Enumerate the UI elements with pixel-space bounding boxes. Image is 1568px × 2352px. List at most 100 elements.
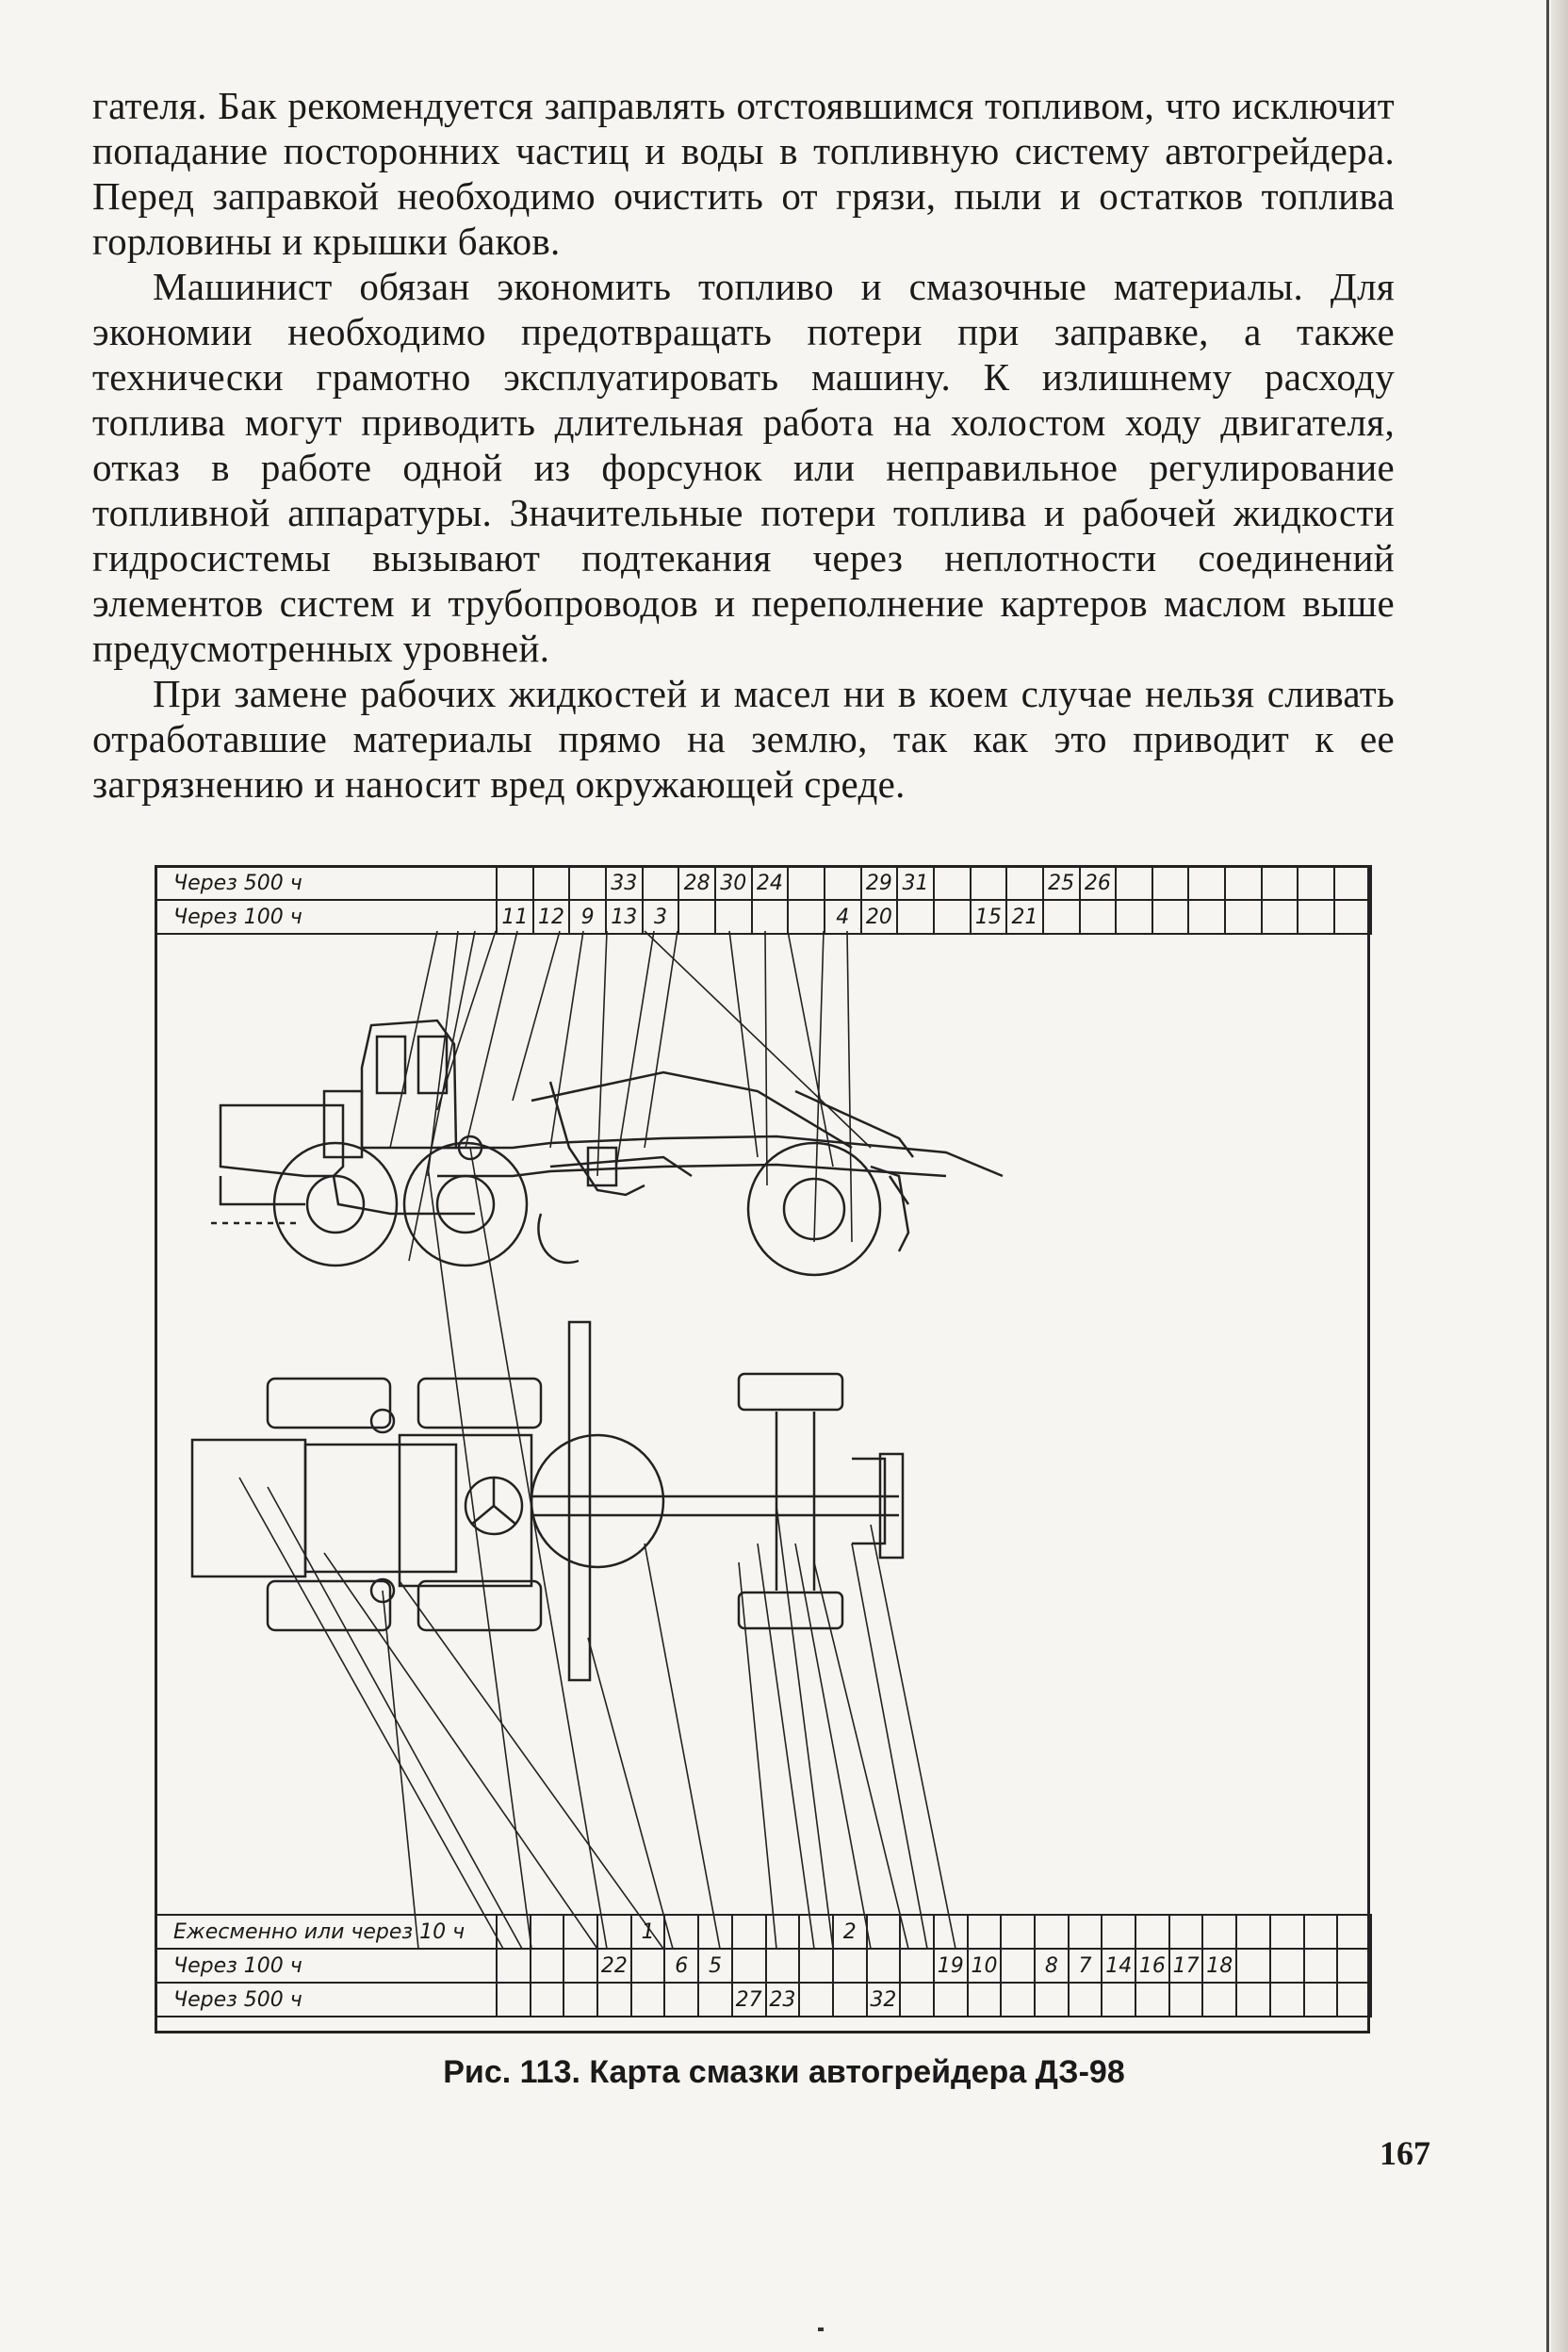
table-cell: 18 [1201,1948,1238,1984]
table-cell [798,1914,834,1950]
table-cell [798,1948,834,1984]
table-cell: 2 [831,1914,868,1950]
table-cell [1201,1914,1238,1950]
table-cell [697,1914,733,1950]
rear-wheel-2 [402,1141,529,1267]
table-cell: 31 [896,865,935,901]
table-cell: 10 [966,1948,1003,1984]
table-cell [596,1982,632,2017]
table-cell [1135,1982,1170,2017]
table-cell: 27 [730,1982,767,2017]
page-edge-rule [1546,0,1549,2352]
table-cell [865,1948,902,1984]
table-cell [1302,1982,1339,2017]
table-cell [1034,1982,1070,2017]
table-cell [641,865,680,901]
table-cell [1135,1914,1170,1950]
table-cell [496,1948,531,1984]
table-cell: 9 [568,899,607,935]
table-cell: 5 [697,1948,733,1984]
table-cell [1235,1948,1271,1984]
table-cell [1201,1982,1238,2017]
table-cell: 21 [1005,899,1044,935]
table-cell [730,1914,767,1950]
table-cell [629,1982,666,2017]
table-cell [629,1948,666,1984]
table-cell: 1 [629,1914,666,1950]
table-cell [1336,1948,1372,1984]
table-cell [563,1982,599,2017]
front-wheel [746,1141,882,1277]
row-label: Через 100 ч [155,1948,498,1984]
table-cell: 4 [823,899,862,935]
table-cell [831,1982,868,2017]
table-cell: 16 [1135,1948,1170,1984]
table-cell [831,1948,868,1984]
table-cell [1151,899,1190,935]
table-cell: 14 [1101,1948,1137,1984]
table-cell: 6 [663,1948,700,1984]
table-cell [899,1914,935,1950]
table-cell [1268,1982,1305,2017]
table-cell [764,1948,801,1984]
front-wheel-top [737,1372,844,1412]
table-cell: 23 [764,1982,801,2017]
table-cell: 17 [1168,1948,1204,1984]
table-cell [1268,1914,1305,1950]
table-cell [787,899,825,935]
table-cell [663,1914,700,1950]
table-cell [529,1948,565,1984]
table-cell [1333,899,1372,935]
table-cell [1115,899,1153,935]
table-cell [596,1914,632,1950]
engine-top [190,1438,307,1578]
table-cell [1297,899,1336,935]
table-cell [1005,865,1044,901]
table-cell: 15 [969,899,1008,935]
grader-drawing [190,930,1004,1950]
table-cell: 29 [859,865,899,901]
table-cell [932,1982,969,2017]
table-cell [865,1914,902,1950]
table-cell [1336,1914,1372,1950]
table-cell [1336,1982,1372,2017]
table-cell [798,1982,834,2017]
table-cell: 25 [1041,865,1081,901]
table-cell [1168,1914,1204,1950]
table-cell [750,899,790,935]
table-cell [1000,1948,1036,1984]
table-cell: 7 [1067,1948,1103,1984]
table-cell [529,1914,565,1950]
table-cell [496,1914,531,1950]
table-cell: 3 [641,899,680,935]
rear-wheel-1 [272,1141,399,1267]
table-cell [764,1914,801,1950]
table-cell [563,1914,599,1950]
table-cell: 24 [750,865,790,901]
table-cell [496,865,534,901]
table-cell [1078,899,1118,935]
table-cell [966,1982,1003,2017]
table-cell [531,865,571,901]
table-cell [563,1948,599,1984]
table-cell: 11 [496,899,534,935]
table-cell: 19 [932,1948,969,1984]
paragraph-1: гателя. Бак рекомендуется заправлять отс… [92,84,1395,263]
table-cell [932,865,972,901]
table-cell: 20 [859,899,899,935]
row-label: Ежесменно или через 10 ч [155,1914,498,1950]
table-cell [896,899,935,935]
table-cell [1297,865,1336,901]
table-cell [1187,899,1227,935]
page-edge-shadow [1551,0,1568,2352]
table-cell [1168,1982,1204,2017]
table-cell [1260,899,1299,935]
table-cell [1000,1914,1036,1950]
table-cell [1115,865,1153,901]
body-text: гателя. Бак рекомендуется заправлять отс… [92,83,1395,807]
